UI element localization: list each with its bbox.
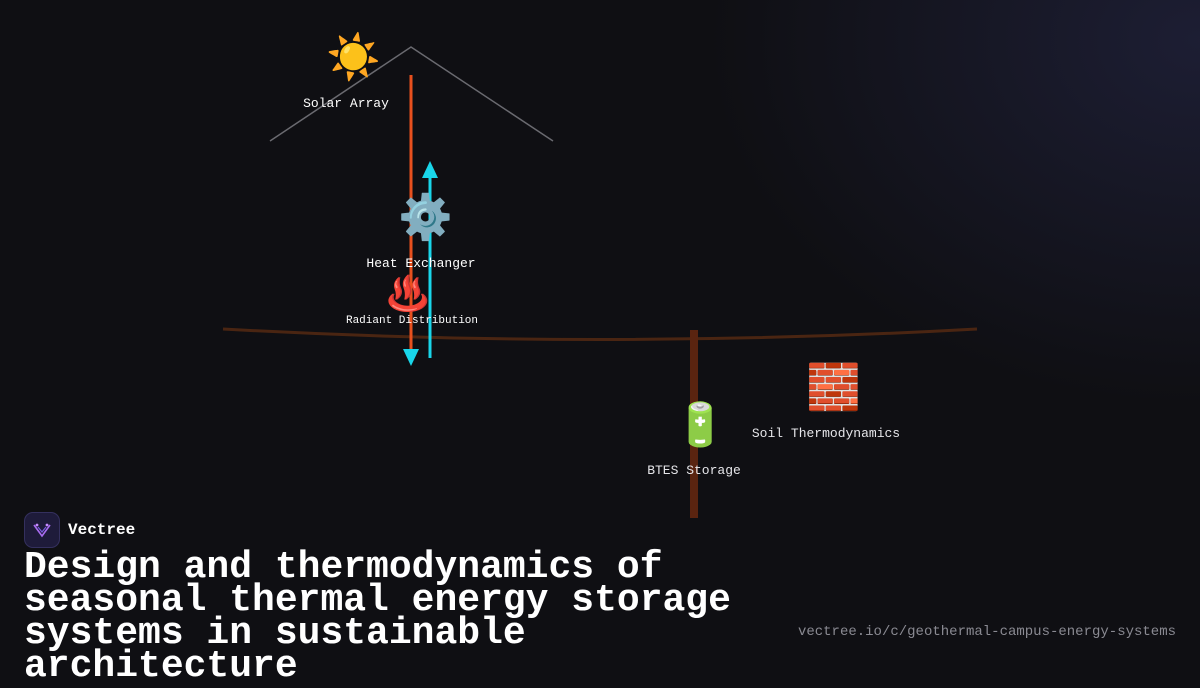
gear-icon: ⚙️ [398,192,453,243]
roof-outline [269,46,554,142]
battery-icon: 🔋 [674,400,727,449]
brand-name: Vectree [68,521,136,539]
btes-storage-label: BTES Storage [647,463,741,478]
source-url: vectree.io/c/geothermal-campus-energy-sy… [797,624,1176,640]
brick-icon: 🧱 [806,362,861,413]
cold-flow-arrowhead [422,161,438,178]
hot-springs-icon: ♨️ [386,274,430,314]
brand: Vectree [24,512,135,548]
sun-icon: ☀️ [326,32,381,83]
radiant-distribution-label: Radiant Distribution [345,315,479,327]
solar-array-label: Solar Array [303,96,389,111]
heat-exchanger-label: Heat Exchanger [366,256,476,271]
vectree-logo-icon [24,512,60,548]
page-title: Design and thermodynamics of seasonal th… [24,546,731,688]
borehole-shaft [690,330,698,518]
soil-thermodynamics-label: Soil Thermodynamics [751,426,901,441]
hot-flow-arrowhead [403,349,419,366]
ground-line [222,327,978,341]
